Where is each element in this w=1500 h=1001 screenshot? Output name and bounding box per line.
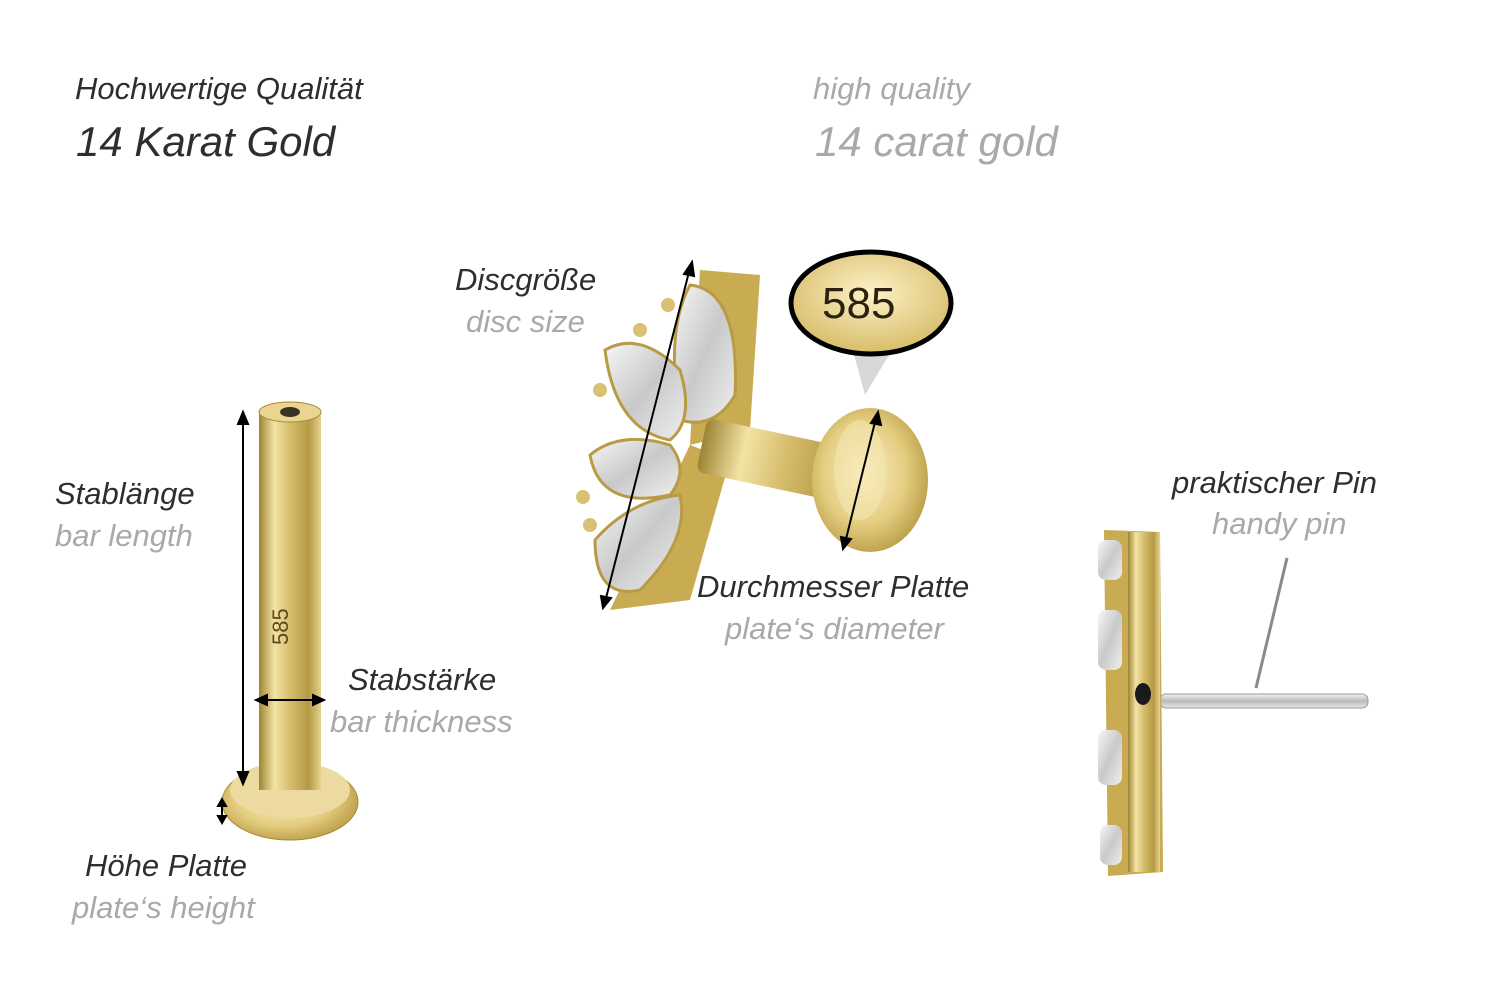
label-bar-length-de: Stablänge bbox=[55, 476, 195, 511]
header-en-line2: 14 carat gold bbox=[815, 118, 1058, 165]
label-plate-diameter-en: plate‘s diameter bbox=[725, 611, 944, 646]
label-bar-thickness-de: Stabstärke bbox=[348, 662, 497, 697]
label-plate-height-de: Höhe Platte bbox=[85, 848, 247, 883]
header-de-line2: 14 Karat Gold bbox=[76, 118, 336, 165]
bar-stamp: 585 bbox=[268, 608, 293, 645]
hallmark-bubble bbox=[788, 249, 954, 395]
disc-arrows bbox=[599, 259, 883, 611]
header-de-line1: Hochwertige Qualität bbox=[75, 71, 363, 106]
label-plate-diameter-de: Durchmesser Platte bbox=[697, 569, 970, 604]
dimension-arrows bbox=[216, 409, 327, 826]
label-pin-de: praktischer Pin bbox=[1172, 465, 1378, 500]
label-plate-height-en: plate‘s height bbox=[72, 890, 255, 925]
label-disc-size-en: disc size bbox=[466, 304, 585, 339]
label-disc-size-de: Discgröße bbox=[455, 262, 597, 297]
label-pin-en: handy pin bbox=[1212, 506, 1347, 541]
labret-bar bbox=[221, 401, 359, 841]
label-bar-length-en: bar length bbox=[55, 518, 193, 553]
pin-pointer-line bbox=[1254, 557, 1289, 689]
side-view-pin bbox=[1098, 530, 1369, 876]
header-en-line1: high quality bbox=[813, 71, 970, 106]
label-bar-thickness-en: bar thickness bbox=[330, 704, 513, 739]
bubble-hallmark-text: 585 bbox=[822, 279, 896, 328]
